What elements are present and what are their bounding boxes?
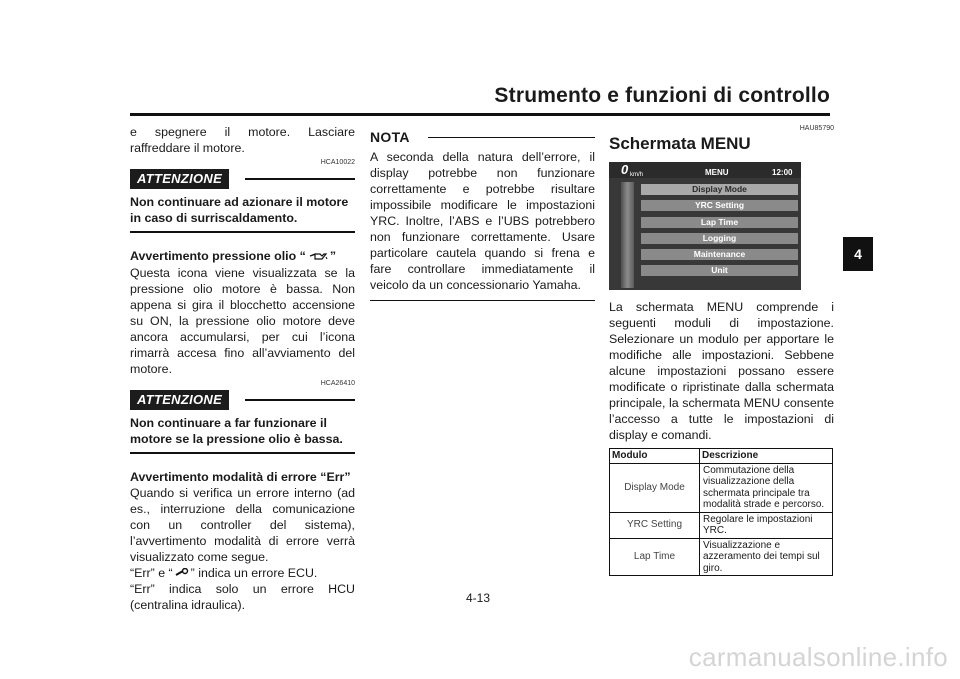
attention-label: ATTENZIONE [130, 389, 230, 410]
clock-readout: 12:00 [772, 168, 793, 177]
warning-code: HCA10022 [320, 159, 355, 166]
error-ecu-line: “Err” e “ ” indica un errore ECU. [130, 565, 355, 582]
speed-readout: 0 [621, 162, 629, 177]
ecu-line-end: ” indica un errore ECU. [190, 565, 318, 580]
table-header-module: Modulo [609, 448, 700, 464]
menu-item-unit[interactable]: Unit [641, 265, 798, 276]
menu-item-maintenance[interactable]: Maintenance [641, 249, 798, 260]
ecu-line-start: “Err” e “ [130, 565, 173, 580]
page-number: 4-13 [466, 591, 491, 605]
oil-warning-title: Avvertimento pressione olio “ ” [130, 248, 355, 265]
warning-code: HCA26410 [320, 379, 355, 387]
menu-item-logging[interactable]: Logging [641, 233, 798, 244]
table-cell-module: Lap Time [609, 537, 700, 576]
oil-can-icon [308, 249, 328, 265]
chapter-tab[interactable]: 4 [843, 237, 873, 271]
nota-rule [427, 136, 595, 138]
section-title: Schermata MENU [609, 134, 751, 153]
table-cell-module: Display Mode [609, 462, 700, 513]
menu-description: La schermata MENU comprende i seguenti m… [609, 300, 834, 442]
column-right: HAU85790 Schermata MENU 0 km/h MENU 12:0… [609, 124, 834, 576]
attention-header: ATTENZIONE [130, 389, 355, 410]
attention-label: ATTENZIONE [130, 169, 230, 189]
attention-rule [245, 178, 355, 180]
error-mode-body: Quando si verifica un errore interno (ad… [130, 485, 355, 564]
attention-rule [245, 398, 355, 401]
menu-item-yrc-setting[interactable]: YRC Setting [641, 200, 798, 211]
table-row: Display Mode Commutazione della visualiz… [609, 462, 833, 513]
menu-item-display-mode[interactable]: Display Mode [641, 184, 798, 195]
table-cell-description: Regolare le impostazioni YRC. [699, 511, 833, 539]
header-divider [130, 113, 830, 116]
table-cell-module: YRC Setting [609, 511, 700, 539]
nota-text: A seconda della natura dell’errore, il d… [370, 150, 595, 292]
attention-header: ATTENZIONE [130, 169, 355, 189]
menu-screen-illustration: 0 km/h MENU 12:00 Display Mode YRC Setti… [609, 162, 801, 290]
oil-title-text: Avvertimento pressione olio “ [130, 249, 306, 263]
oil-title-end: ” [329, 249, 337, 263]
table-cell-description: Visualizzazione e azzeramento dei tempi … [699, 537, 833, 576]
nota-label: NOTA [370, 129, 410, 145]
watermark-text: carmanualsonline.info [688, 642, 948, 672]
column-left: e spegnere il motore. Lasciare raffredda… [130, 124, 355, 613]
intro-paragraph: e spegnere il motore. Lasciare raffredda… [130, 125, 355, 155]
table-row: YRC Setting Regolare le impostazioni YRC… [609, 511, 833, 539]
oil-warning-body: Questa icona viene visualizzata se la pr… [130, 265, 355, 376]
page-header-title: Strumento e funzioni di controllo [494, 84, 830, 107]
error-hcu-line: “Err” indica solo un errore HCU (central… [130, 582, 355, 613]
section-code: HAU85790 [799, 125, 834, 132]
column-middle: NOTA A seconda della natura dell’errore,… [370, 124, 595, 301]
attention-bottom-rule [130, 231, 355, 233]
attention-text: Non continuare ad azionare il motore in … [130, 195, 349, 225]
menu-item-lap-time[interactable]: Lap Time [641, 217, 798, 228]
menu-status-bar: 0 km/h MENU 12:00 [609, 162, 801, 178]
attention-text: Non continuare a far funzionare il motor… [130, 415, 343, 446]
menu-scroll-gradient [621, 182, 634, 288]
error-mode-title: Avvertimento modalità di errore “Err” [130, 469, 351, 484]
attention-bottom-rule [130, 451, 355, 454]
modules-table: Modulo Descrizione Display Mode Commutaz… [609, 448, 833, 576]
table-cell-description: Commutazione della visualizzazione della… [699, 462, 833, 513]
speed-unit: km/h [630, 172, 644, 178]
nota-end-rule [370, 300, 595, 301]
table-header-row: Modulo Descrizione [609, 448, 833, 464]
menu-screen-title: MENU [705, 168, 729, 177]
wrench-icon [175, 565, 189, 581]
table-row: Lap Time Visualizzazione e azzeramento d… [609, 537, 833, 576]
table-header-description: Descrizione [699, 448, 833, 464]
nota-header: NOTA [370, 129, 595, 145]
